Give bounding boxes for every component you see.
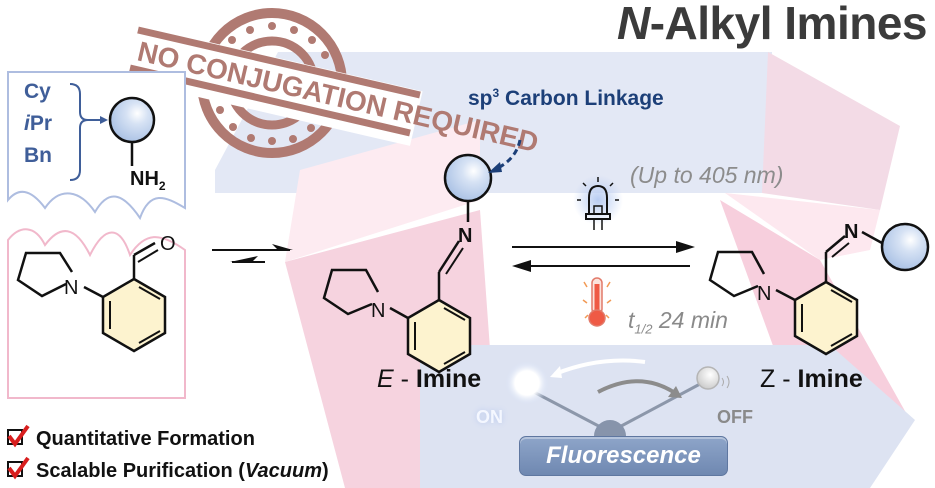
z-imine-structure: N N — [708, 221, 930, 356]
e-imine-bold: Imine — [415, 365, 482, 393]
e-imine-nitrogen: N — [458, 225, 472, 247]
sphere-substituent-icon — [443, 153, 493, 203]
substituent-cy: Cy — [24, 80, 51, 103]
feature-text: Quantitative Formation — [36, 428, 255, 450]
linkage-superscript: 3 — [492, 86, 500, 100]
aldehyde-box: O N — [7, 228, 186, 399]
substituent-ipr-rest: Pr — [29, 112, 53, 135]
e-imine-structure: N N — [322, 139, 522, 374]
panel-right-pink-upper — [762, 52, 900, 210]
amine-group-text: NH — [130, 168, 159, 190]
title-italic-n: N — [616, 0, 650, 49]
half-life-subscript: 1/2 — [634, 321, 653, 337]
z-imine-nitrogen: N — [844, 221, 858, 243]
half-life-symbol: t — [628, 307, 635, 333]
fluorescence-off-label: OFF — [717, 407, 753, 427]
sphere-substituent-icon — [108, 96, 156, 144]
thermometer-icon — [582, 277, 612, 327]
led-light-icon — [573, 175, 623, 230]
amine-box — [7, 71, 186, 221]
thermal-condition: t1/2 24 min — [628, 307, 728, 337]
z-imine-sep: - — [775, 365, 798, 393]
isomerization-arrows-icon — [512, 241, 695, 272]
feature-suffix: ) — [322, 460, 329, 482]
panel-right-pink-mid — [725, 193, 880, 260]
half-life-value: 24 min — [652, 307, 728, 333]
sphere-substituent-icon — [880, 222, 930, 272]
feature-text: Scalable Purification ( — [36, 460, 245, 482]
title-rest: -Alkyl Imines — [649, 0, 928, 49]
e-imine-italic: E — [377, 365, 394, 393]
equilibrium-arrows-icon — [212, 244, 293, 263]
substituent-bn: Bn — [24, 144, 52, 167]
fluorescence-switch-icon — [505, 358, 730, 436]
z-imine-label: Z - Imine — [760, 365, 863, 394]
light-condition: (Up to 405 nm) — [630, 162, 784, 188]
linkage-prefix: sp — [468, 87, 493, 110]
feature-item: Quantitative Formation — [8, 428, 255, 451]
linkage-label: sp3 Carbon Linkage — [468, 86, 664, 111]
amine-subscript: 2 — [158, 179, 166, 193]
e-imine-label: E - Imine — [377, 365, 481, 394]
e-imine-sep: - — [393, 365, 416, 393]
panel-left-pink-upper — [285, 120, 480, 262]
linkage-rest: Carbon Linkage — [499, 87, 664, 110]
pyrrolidine-nitrogen: N — [64, 277, 78, 299]
checkbox-checked-icon — [7, 424, 30, 448]
carbonyl-oxygen: O — [160, 233, 176, 255]
substituent-ipr-prefix: i — [24, 112, 30, 135]
page-title: N-Alkyl Imines — [616, 0, 928, 50]
z-imine-amine-nitrogen: N — [757, 283, 771, 305]
e-imine-amine-nitrogen: N — [371, 300, 385, 322]
checkbox-checked-icon — [7, 456, 30, 480]
z-imine-bold: Imine — [797, 365, 863, 393]
fluorescence-on-label: ON — [476, 407, 503, 427]
feature-item: Scalable Purification (Vacuum) — [8, 460, 329, 483]
amine-group: NH2 — [130, 168, 166, 193]
fluorescence-badge: Fluorescence — [519, 436, 728, 476]
z-imine-letter: Z — [760, 365, 776, 393]
substituent-ipr: iPr — [24, 112, 52, 136]
feature-italic: Vacuum — [244, 460, 323, 482]
